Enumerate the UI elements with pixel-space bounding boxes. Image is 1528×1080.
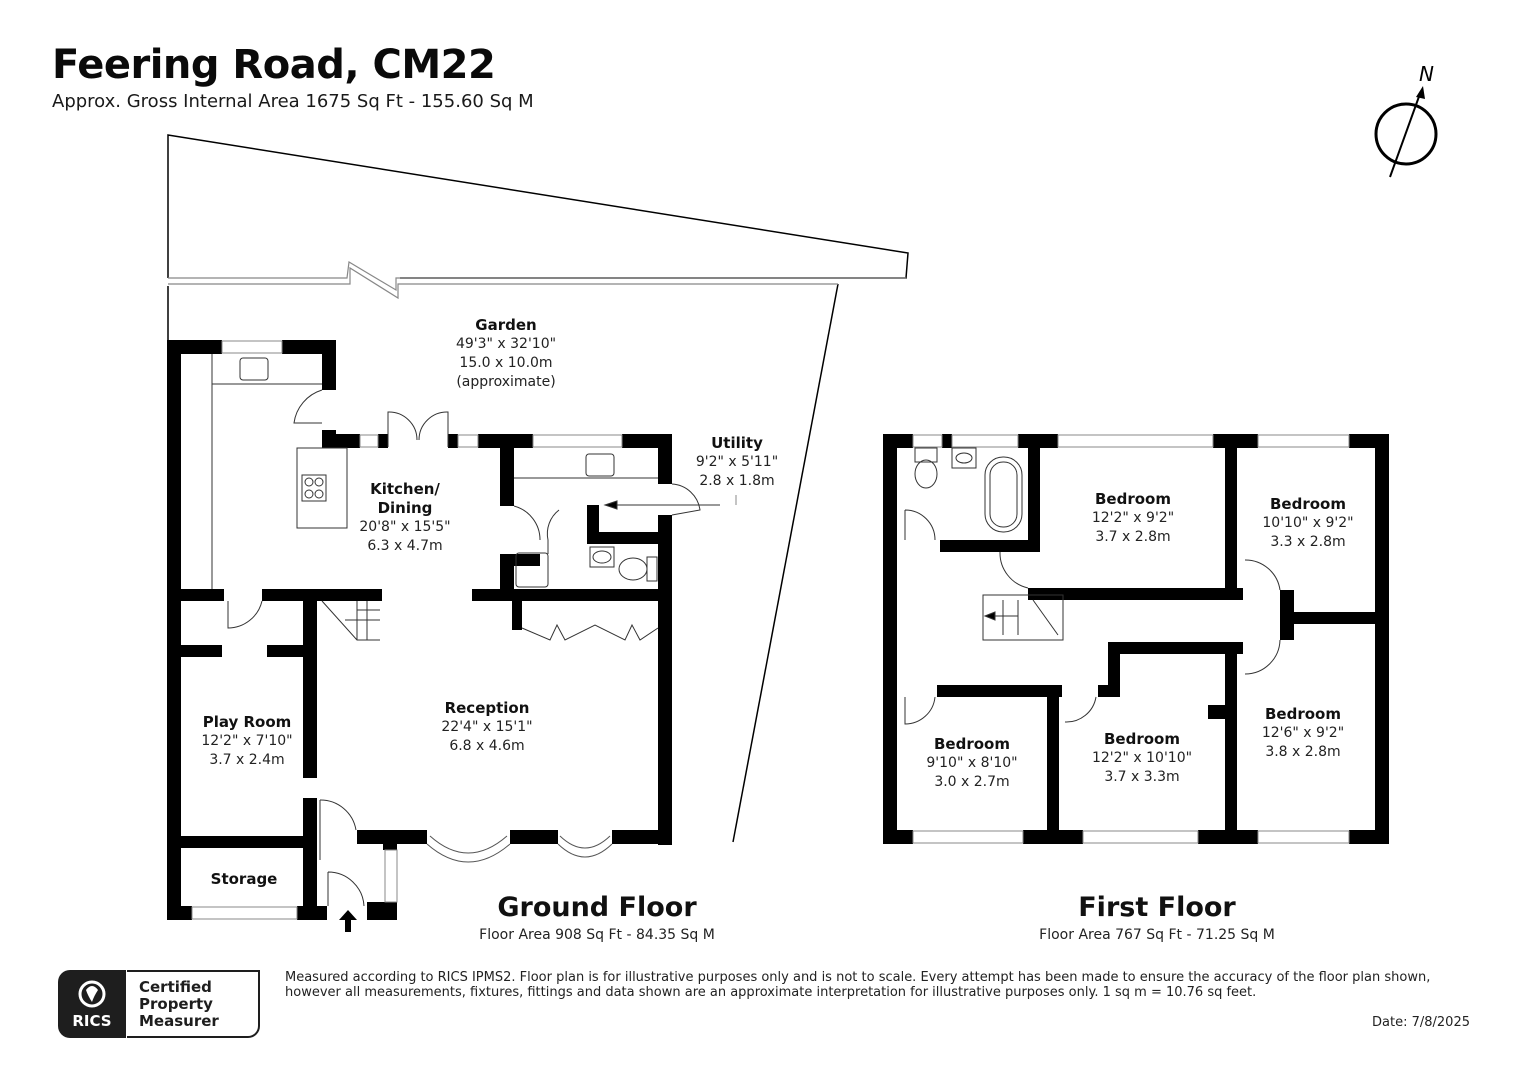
ground-floor-details [191,340,737,920]
floor-area: Floor Area 767 Sq Ft - 71.25 Sq M [1039,927,1275,943]
room-label-bedroom-1: Bedroom 12'2" x 9'2" 3.7 x 2.8m [1092,490,1174,547]
room-label-bedroom-3: Bedroom 9'10" x 8'10" 3.0 x 2.7m [926,735,1017,792]
room-label-reception: Reception 22'4" x 15'1" 6.8 x 4.6m [441,699,532,756]
room-dim-imperial: 9'10" x 8'10" [926,755,1018,771]
room-name-line2: Dining [377,499,433,517]
rics-certified-logo: RICS Certified Property Measurer [58,970,261,1038]
room-dim-metric: 6.8 x 4.6m [449,738,525,754]
room-name: Storage [210,870,278,888]
logo-line-2: Property [139,995,213,1013]
room-label-bedroom-5: Bedroom 12'6" x 9'2" 3.8 x 2.8m [1262,705,1344,762]
north-label: N [1419,62,1434,86]
room-dim-imperial: 12'6" x 9'2" [1261,725,1345,741]
room-dim-metric: 3.7 x 2.4m [209,752,285,768]
room-dim-imperial: 49'3" x 32'10" [455,336,557,352]
room-dim-imperial: 12'2" x 7'10" [201,733,293,749]
room-dim-imperial: 22'4" x 15'1" [441,719,533,735]
room-dim-imperial: 12'2" x 9'2" [1091,510,1175,526]
room-label-play-room: Play Room 12'2" x 7'10" 3.7 x 2.4m [201,713,292,770]
disclaimer-text: Measured according to RICS IPMS2. Floor … [285,970,1475,1000]
ground-floor-heading: Ground Floor Floor Area 908 Sq Ft - 84.3… [479,892,715,943]
room-dim-metric: 2.8 x 1.8m [699,473,775,489]
garden-break-line [168,261,906,300]
room-dim-metric: 3.7 x 3.3m [1104,769,1180,785]
room-dim-metric: 6.3 x 4.7m [367,538,443,554]
room-name: Kitchen/ [370,480,440,498]
room-name: Play Room [202,713,292,731]
ground-floor-walls [167,340,672,920]
room-label-utility: Utility 9'2" x 5'11" 2.8 x 1.8m [696,434,778,491]
room-dim-metric: 3.0 x 2.7m [934,774,1010,790]
room-name: Garden [475,316,537,334]
room-dim-imperial: 20'8" x 15'5" [359,519,451,535]
rics-badge: RICS [58,970,126,1038]
entrance-arrow-icon [339,910,357,932]
floor-area: Floor Area 908 Sq Ft - 84.35 Sq M [479,927,715,943]
room-name: Bedroom [1265,705,1341,723]
page-title: Feering Road, CM22 [52,42,496,88]
floor-name: Ground Floor [497,892,697,923]
room-dim-metric: 3.8 x 2.8m [1265,744,1341,760]
room-dim-metric: 15.0 x 10.0m [459,355,553,371]
room-dim-imperial: 10'10" x 9'2" [1262,515,1354,531]
logo-line-1: Certified [139,978,212,996]
room-name: Bedroom [1104,730,1180,748]
room-dim-imperial: 12'2" x 10'10" [1091,750,1193,766]
first-floor-heading: First Floor Floor Area 767 Sq Ft - 71.25… [1039,892,1275,943]
lion-emblem-icon [78,980,106,1008]
room-note: (approximate) [456,374,556,390]
north-arrow-icon [1374,86,1438,178]
gross-area-subtitle: Approx. Gross Internal Area 1675 Sq Ft -… [52,91,534,112]
room-label-garden: Garden 49'3" x 32'10" 15.0 x 10.0m (appr… [456,316,556,392]
room-name: Bedroom [934,735,1010,753]
room-dim-metric: 3.3 x 2.8m [1270,534,1346,550]
disclaimer-line-2: however all measurements, fixtures, fitt… [285,985,1257,1000]
logo-line-3: Measurer [139,1012,219,1030]
first-floor-walls [883,434,1389,844]
room-dim-metric: 3.7 x 2.8m [1095,529,1171,545]
room-name: Bedroom [1270,495,1346,513]
room-name: Reception [444,699,530,717]
room-label-bedroom-2: Bedroom 10'10" x 9'2" 3.3 x 2.8m [1262,495,1353,552]
room-name: Bedroom [1095,490,1171,508]
room-label-storage: Storage [211,870,278,889]
first-floor-details [904,434,1350,844]
room-name: Utility [711,434,763,452]
disclaimer-line-1: Measured according to RICS IPMS2. Floor … [285,970,1431,985]
rics-wordmark: RICS [72,1012,112,1030]
room-label-kitchen-dining: Kitchen/ Dining 20'8" x 15'5" 6.3 x 4.7m [359,480,450,556]
room-dim-imperial: 9'2" x 5'11" [695,454,779,470]
floor-name: First Floor [1078,892,1236,923]
rics-certified-text-box: Certified Property Measurer [127,970,260,1038]
room-label-bedroom-4: Bedroom 12'2" x 10'10" 3.7 x 3.3m [1092,730,1192,787]
plan-date: Date: 7/8/2025 [1372,1015,1470,1030]
